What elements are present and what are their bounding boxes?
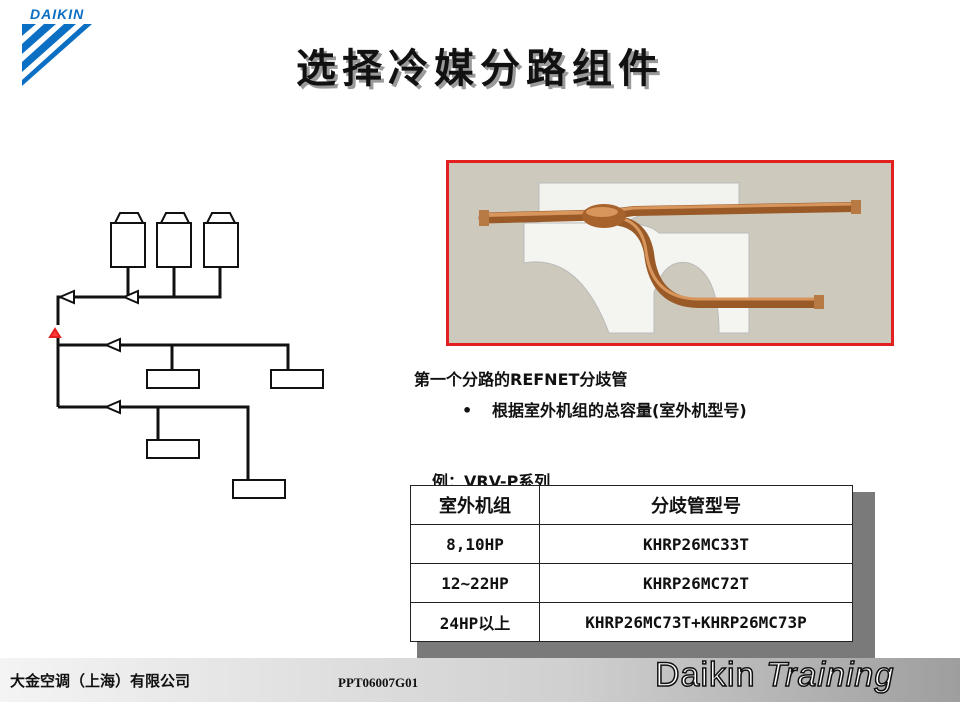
daikin-logo: DAIKIN	[22, 6, 132, 86]
logo-text: DAIKIN	[30, 6, 85, 22]
unit-box	[146, 369, 200, 389]
indoor-unit-icon	[110, 212, 146, 268]
table-header: 室外机组	[410, 485, 540, 525]
indoor-unit-icon	[156, 212, 192, 268]
table-cell: KHRP26MC72T	[539, 563, 853, 603]
table-header: 分歧管型号	[539, 485, 853, 525]
unit-box	[146, 439, 200, 459]
training-word-training: Training	[765, 655, 895, 695]
table-cell: 12~22HP	[410, 563, 540, 603]
branch-arrow-icon	[103, 399, 121, 415]
slide-title: 选择冷媒分路组件	[296, 45, 664, 92]
refnet-caption: 第一个分路的REFNET分歧管	[414, 370, 628, 389]
table-row: 8,10HP KHRP26MC33T	[410, 524, 853, 564]
unit-box	[232, 479, 286, 499]
bullet-text: 根据室外机组的总容量(室外机型号)	[492, 401, 747, 420]
table-row: 12~22HP KHRP26MC72T	[410, 563, 853, 603]
table-cell: 24HP以上	[410, 602, 540, 642]
branch-arrow-icon	[103, 337, 121, 353]
table-cell: KHRP26MC33T	[539, 524, 853, 564]
bullet-item: • 根据室外机组的总容量(室外机型号)	[462, 397, 747, 421]
logo-mark-icon	[22, 24, 92, 86]
spec-table: 室外机组 分歧管型号 8,10HP KHRP26MC33T 12~22HP KH…	[410, 485, 853, 642]
refnet-joint-image	[449, 163, 891, 343]
table-cell: 8,10HP	[410, 524, 540, 564]
bullet-icon: •	[462, 401, 473, 420]
branch-arrow-icon	[121, 289, 139, 305]
training-wordmark: Daikin Training	[654, 655, 895, 695]
spec-table-shadow: 室外机组 分歧管型号 8,10HP KHRP26MC33T 12~22HP KH…	[410, 485, 875, 660]
company-name: 大金空调（上海）有限公司	[10, 672, 191, 690]
footer-bar: 大金空调（上海）有限公司 PPT06007G01 Daikin Training	[0, 655, 960, 702]
unit-box	[270, 369, 324, 389]
table-row: 24HP以上 KHRP26MC73T+KHRP26MC73P	[410, 602, 853, 642]
table-cell: KHRP26MC73T+KHRP26MC73P	[539, 602, 853, 642]
refnet-joint-marker-icon	[48, 327, 62, 338]
indoor-unit-icon	[203, 212, 239, 268]
branch-arrow-icon	[57, 289, 75, 305]
piping-diagram	[48, 212, 324, 499]
refnet-joint-photo	[446, 160, 894, 346]
table-header-row: 室外机组 分歧管型号	[410, 485, 853, 525]
training-word-daikin: Daikin	[654, 655, 766, 695]
document-code: PPT06007G01	[338, 675, 419, 690]
